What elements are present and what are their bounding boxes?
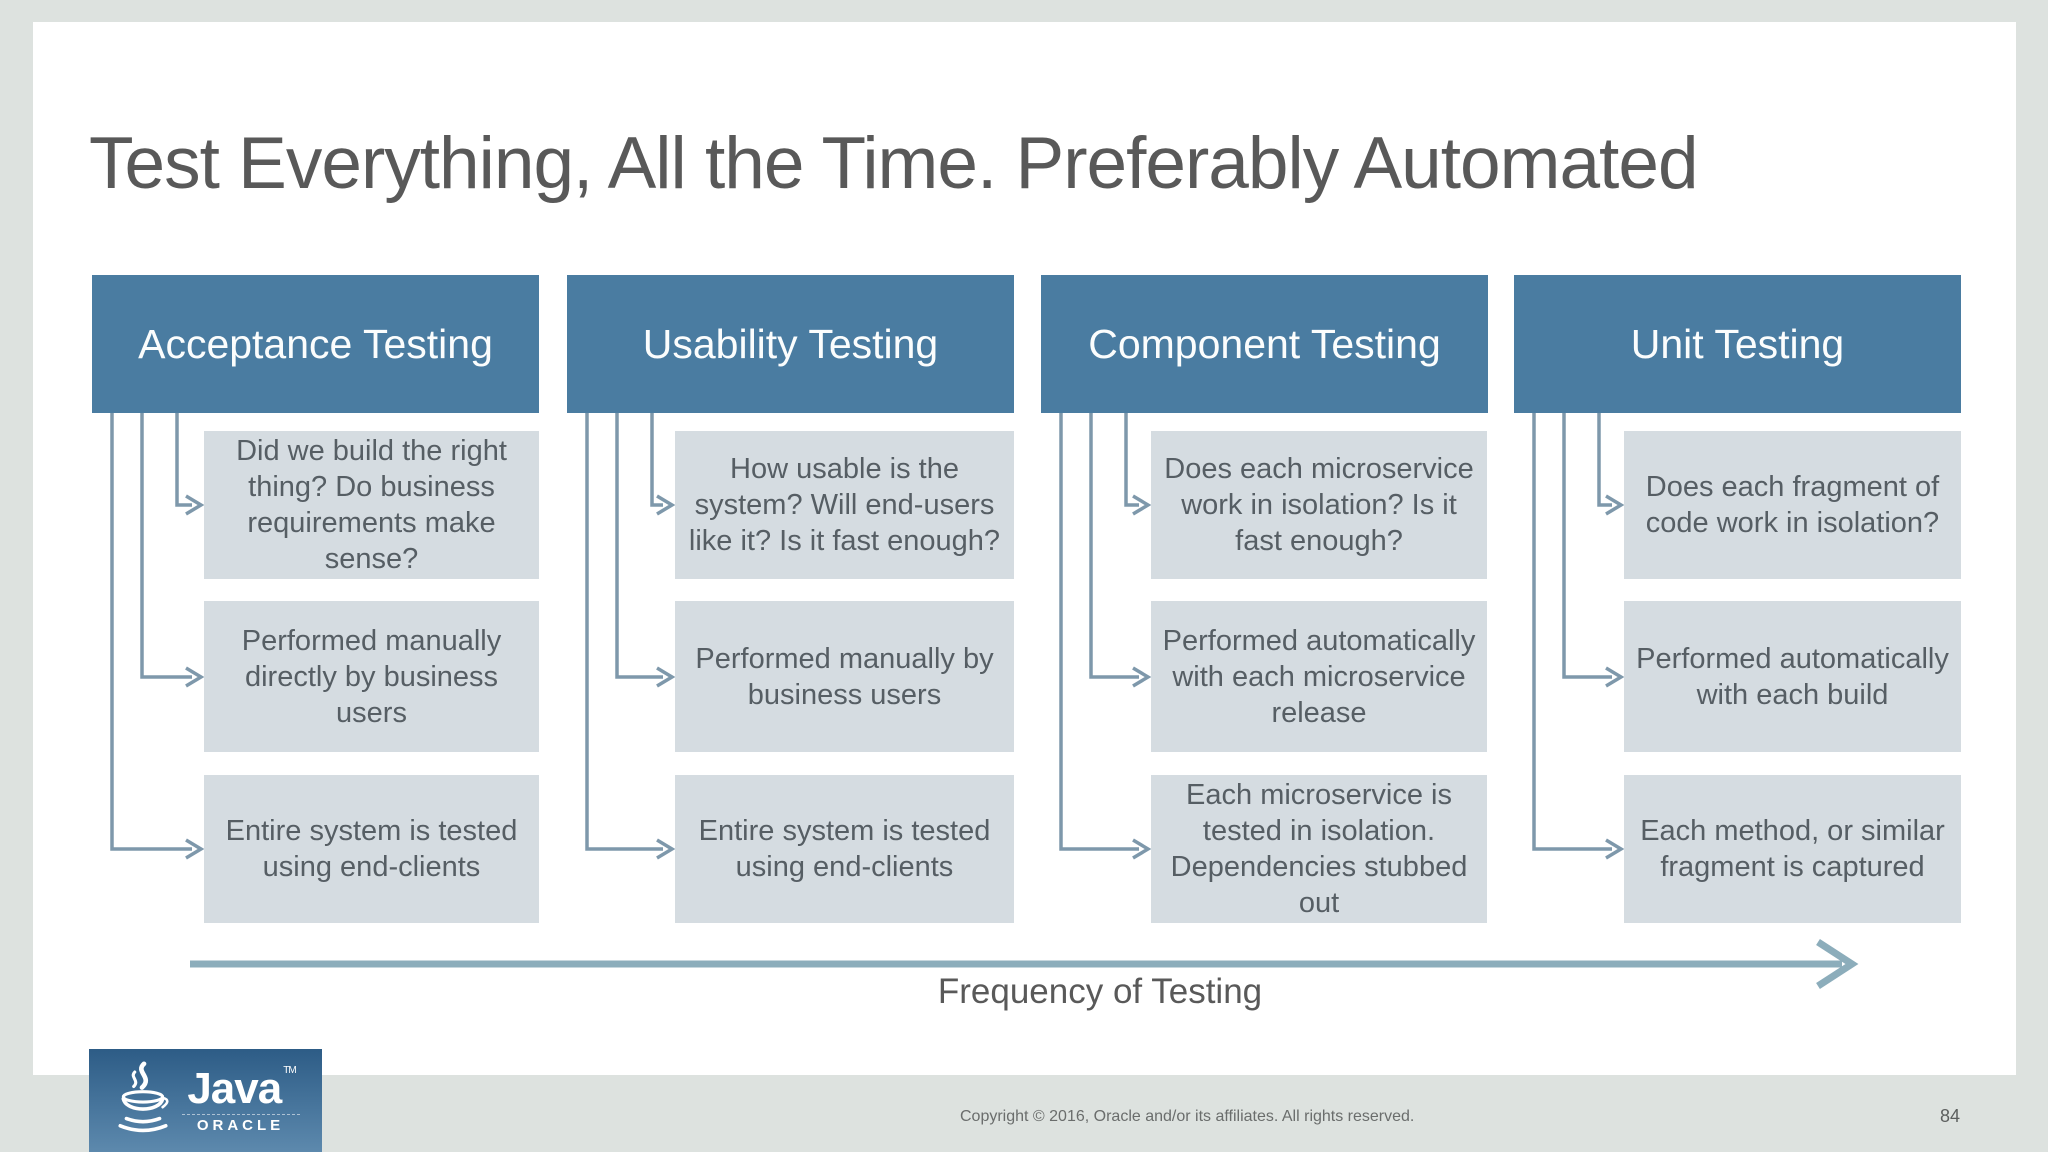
component-box-3: Each microservice is tested in isolation… xyxy=(1151,775,1487,923)
unit-box-3: Each method, or similar fragment is capt… xyxy=(1624,775,1961,923)
usability-box-1: How usable is the system? Will end-users… xyxy=(675,431,1014,579)
column-header-unit-testing: Unit Testing xyxy=(1514,275,1961,413)
component-box-2: Performed automatically with each micros… xyxy=(1151,601,1487,752)
java-coffee-cup-icon xyxy=(117,1060,169,1132)
column-header-component-testing: Component Testing xyxy=(1041,275,1488,413)
component-box-1: Does each microservice work in isolation… xyxy=(1151,431,1487,579)
column-header-usability-testing: Usability Testing xyxy=(567,275,1014,413)
copyright-text: Copyright © 2016, Oracle and/or its affi… xyxy=(960,1108,1415,1125)
unit-box-1: Does each fragment of code work in isola… xyxy=(1624,431,1961,579)
slide-title: Test Everything, All the Time. Preferabl… xyxy=(89,123,1699,204)
page-number: 84 xyxy=(1939,1106,1961,1126)
acceptance-box-1: Did we build the right thing? Do busines… xyxy=(204,431,539,579)
frequency-axis-label: Frequency of Testing xyxy=(937,972,1263,1011)
oracle-wordmark: ORACLE xyxy=(196,1117,285,1134)
logo-divider-line xyxy=(181,1114,300,1115)
usability-box-2: Performed manually by business users xyxy=(675,601,1014,752)
unit-box-2: Performed automatically with each build xyxy=(1624,601,1961,752)
trademark-symbol: TM xyxy=(283,1065,296,1076)
acceptance-box-3: Entire system is tested using end-client… xyxy=(204,775,539,923)
usability-box-3: Entire system is tested using end-client… xyxy=(675,775,1014,923)
column-header-acceptance-testing: Acceptance Testing xyxy=(92,275,539,413)
acceptance-box-2: Performed manually directly by business … xyxy=(204,601,539,752)
